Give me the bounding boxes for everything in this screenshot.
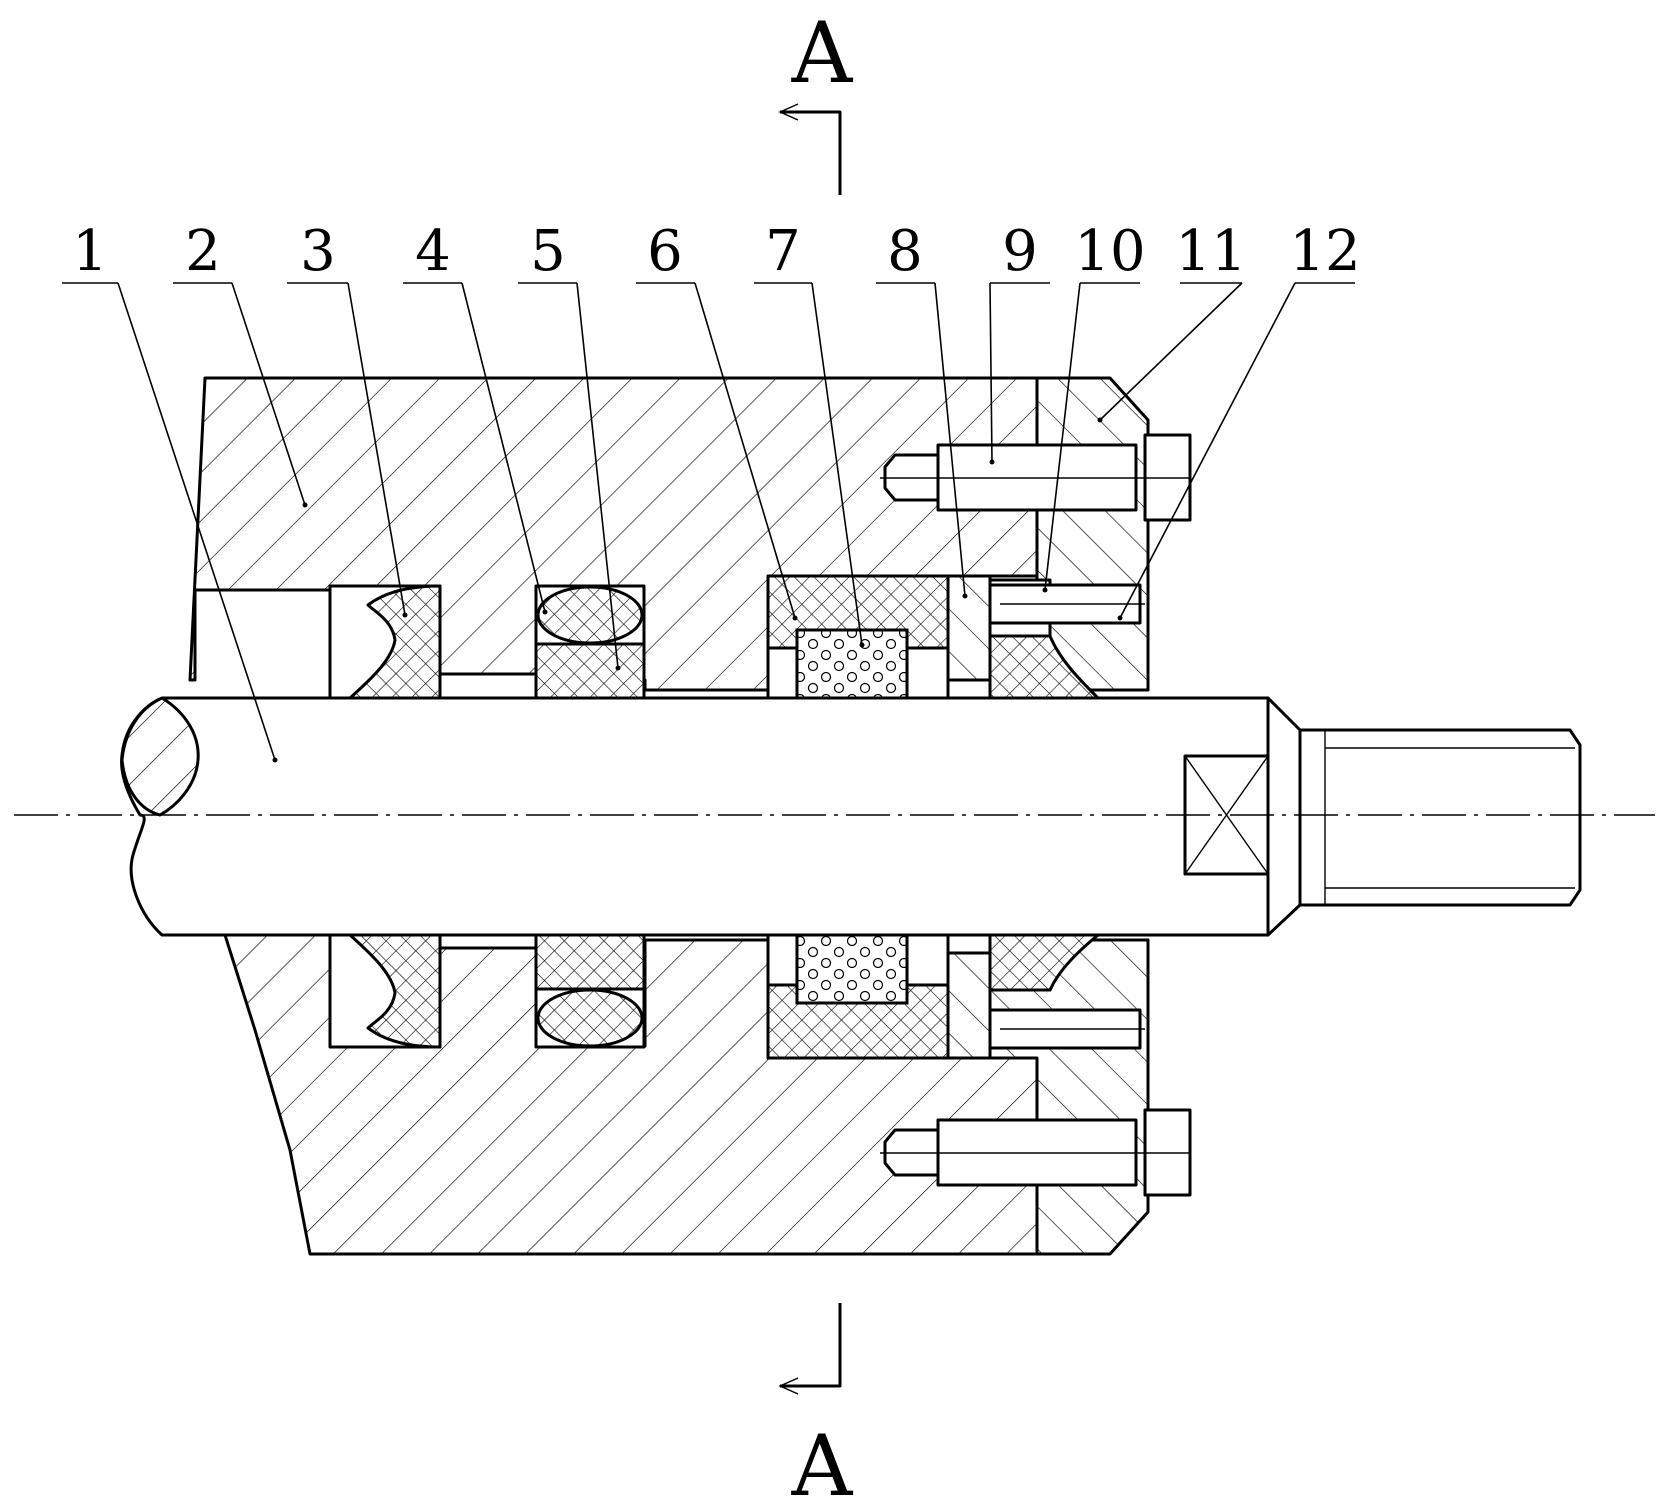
part-label-1: 1: [72, 219, 108, 284]
retainer-ring-8-upper: [946, 574, 992, 700]
retainer-ring-8-lower: [946, 933, 992, 1060]
part-label-6: 6: [647, 219, 683, 284]
leader-lines: [117, 282, 1296, 761]
part-label-3: 3: [300, 219, 336, 284]
part-label-12: 12: [1289, 219, 1360, 284]
v-seal-3-upper: [328, 584, 442, 700]
part-label-4: 4: [415, 219, 451, 284]
screw-10-lower: [988, 1008, 1145, 1050]
screw-10-upper: [988, 583, 1145, 625]
part-label-5: 5: [530, 219, 566, 284]
o-ring-seal-4-lower: [534, 933, 646, 1049]
part-label-11: 11: [1175, 219, 1246, 284]
part-label-2: 2: [185, 219, 221, 284]
bolt-9-lower: [880, 1108, 1192, 1197]
bushing-6-upper: [766, 574, 950, 700]
section-label-top: A: [791, 4, 854, 102]
part-label-9: 9: [1002, 219, 1038, 284]
leader-dots: [272, 417, 1123, 763]
part-label-7: 7: [765, 219, 801, 284]
part-label-8: 8: [887, 219, 923, 284]
section-mark-top: [778, 103, 842, 195]
bushing-6-lower: [766, 933, 950, 1060]
part-label-10: 10: [1074, 219, 1145, 284]
section-label-bottom: A: [791, 1417, 854, 1503]
o-ring-seal-4-upper: [534, 584, 646, 700]
bolt-9-upper: [880, 433, 1192, 522]
lip-seal-12-lower: [988, 933, 1100, 992]
section-mark-bottom: [778, 1303, 842, 1395]
shaft: [120, 696, 1582, 937]
v-seal-3-lower: [328, 933, 442, 1049]
